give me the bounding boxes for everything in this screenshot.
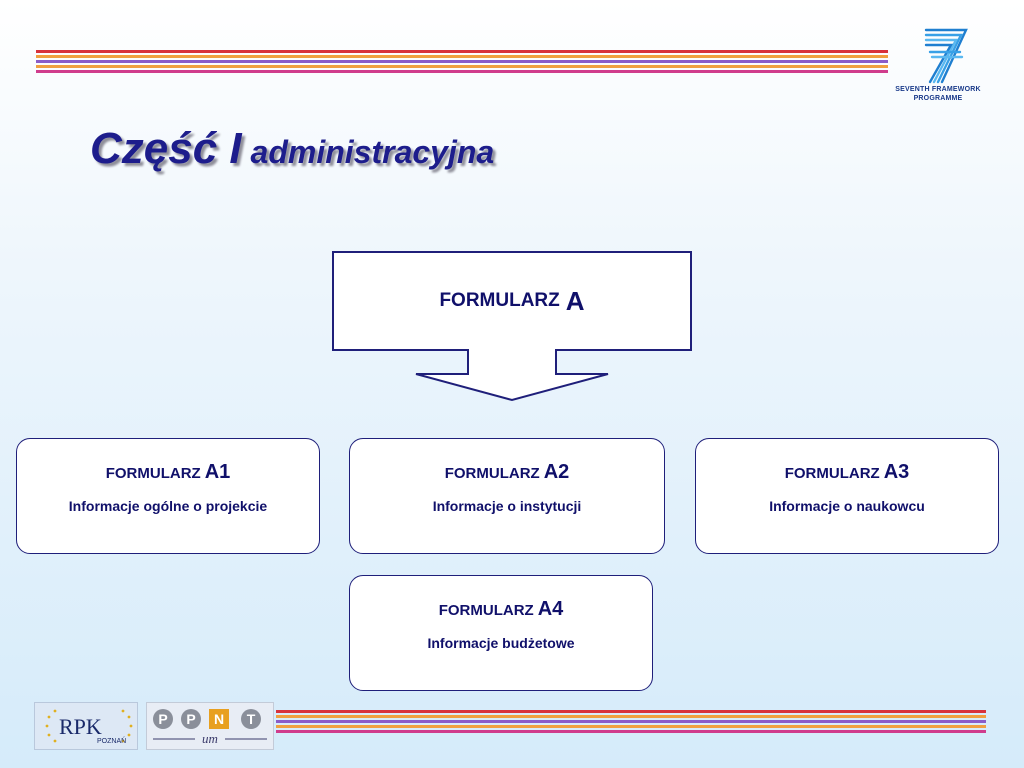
formularz-a-letter: A [565,285,585,316]
form-code: A4 [537,598,564,620]
ppnt-sub: um [202,731,218,746]
fp7-line2: PROGRAMME [913,95,963,102]
formularz-a-arrow-shape [332,251,692,402]
form-label: FORMULARZ [438,602,534,619]
form-label: FORMULARZ [784,465,880,482]
fp7-line1: SEVENTH FRAMEWORK [895,86,981,93]
rpk-city: POZNAŃ [97,736,126,745]
seven-numeral-icon [924,28,968,84]
title-main: Część I [90,124,242,173]
form-description: Informacje budżetowe [427,635,575,651]
form-label: FORMULARZ [444,465,540,482]
ppnt-letter-1: P [158,711,167,727]
form-code: A3 [883,461,910,483]
bottom-stripes [276,710,986,735]
rpk-logo: RPK POZNAŃ [34,702,138,750]
form-description: Informacje ogólne o projekcie [68,498,268,514]
ppnt-logo: P P N T um [146,702,274,750]
form-label: FORMULARZ [105,465,201,482]
formularz-a-label: FORMULARZ [439,290,560,311]
page-title: Część I administracyjna [90,124,494,174]
form-description: Informacje o naukowcu [769,498,925,514]
title-sub: administracyjna [250,134,495,170]
ppnt-letter-2: P [186,711,195,727]
fp7-logo: SEVENTH FRAMEWORK PROGRAMME [890,24,986,108]
star-ring-icon [45,709,133,743]
ppnt-letter-3: N [214,711,224,727]
ppnt-letter-4: T [247,711,256,727]
form-code: A2 [543,461,570,483]
form-description: Informacje o instytucji [432,498,582,514]
formularz-a-box[interactable]: FORMULARZ A [334,252,690,350]
form-code: A1 [204,461,231,483]
top-stripes [36,50,888,75]
rpk-text: RPK [59,714,102,739]
